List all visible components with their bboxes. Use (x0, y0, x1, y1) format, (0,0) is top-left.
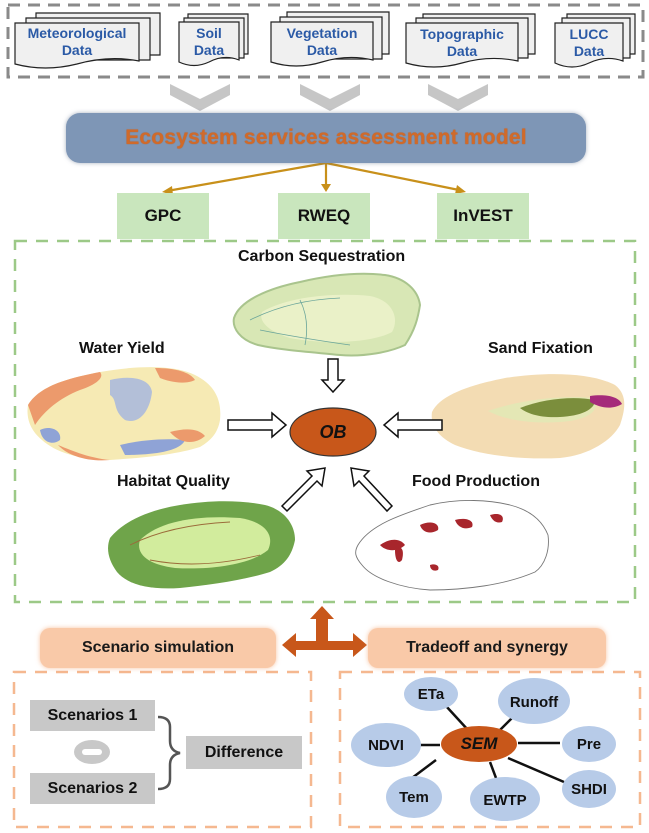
data-source-soil: Soil Data (179, 25, 239, 59)
arrow-up-right-icon (280, 467, 326, 513)
sem-label-ndvi: NDVI (368, 736, 404, 754)
sem-nodes (351, 677, 616, 821)
hollow-arrows (227, 358, 443, 513)
data-source-line1: Meteorological (27, 25, 127, 41)
model-box (66, 113, 586, 163)
data-source-line1: Soil (196, 25, 222, 41)
tool-invest: InVEST (437, 193, 529, 239)
sem-node-eta (404, 677, 458, 711)
sem-label-pre: Pre (576, 735, 602, 753)
data-source-line2: Data (193, 42, 225, 58)
scenario-1-box: Scenarios 1 (30, 700, 155, 731)
sem-label-ewtp: EWTP (483, 791, 527, 809)
bidirectional-t-arrow (282, 606, 367, 657)
data-source-line2: Data (446, 43, 478, 59)
sem-label-eta: ETa (417, 685, 445, 703)
ob-ellipse (289, 407, 377, 457)
document-stack-meteorological (14, 12, 161, 69)
sem-center-label: SEM (460, 734, 498, 753)
label-sand-fixation: Sand Fixation (488, 340, 593, 357)
arrow-down-icon (320, 358, 346, 394)
ecosystem-services-container (13, 239, 637, 604)
arrow-left-icon (382, 411, 443, 439)
arrow-right-icon (227, 411, 288, 439)
curly-brace-icon (157, 715, 181, 791)
sem-node-runoff (498, 678, 570, 724)
tool-rweq: RWEQ (278, 193, 370, 239)
data-source-line2: Data (61, 42, 93, 58)
tool-gpc: GPC (117, 193, 209, 239)
data-source-meteorological: Meteorological Data (15, 25, 139, 59)
carbon-sequestration-map (232, 272, 422, 357)
data-source-line2: Data (306, 42, 338, 58)
scenario-2-box: Scenarios 2 (30, 773, 155, 804)
data-source-vegetation: Vegetation Data (271, 25, 373, 59)
label-habitat-quality: Habitat Quality (117, 473, 230, 490)
data-sources-container (6, 3, 645, 79)
sem-label-tem: Tem (399, 788, 429, 806)
data-source-lucc: LUCC Data (555, 26, 623, 60)
sem-node-pre (562, 726, 616, 762)
data-source-line1: LUCC (569, 26, 609, 42)
document-stack-lucc (554, 13, 636, 68)
ob-label: OB (319, 421, 347, 442)
scenario-simulation-pill: Scenario simulation (40, 628, 276, 668)
sem-node-tem (386, 776, 442, 818)
chevron-down-icon (300, 84, 360, 111)
sem-node-shdi (562, 770, 616, 808)
sand-fixation-map (431, 374, 625, 459)
tradeoff-synergy-pill: Tradeoff and synergy (368, 628, 606, 668)
water-yield-map (27, 367, 221, 461)
sem-node-ewtp (470, 777, 540, 821)
model-to-tools-arrows (162, 161, 466, 195)
data-source-topographic: Topographic Data (406, 26, 518, 60)
sem-label-shdi: SHDI (571, 780, 607, 798)
arrow-up-left-icon (350, 467, 394, 513)
habitat-quality-map (108, 501, 295, 589)
document-stack-topographic (405, 13, 536, 68)
model-title: Ecosystem services assessment model (125, 126, 527, 149)
data-source-line2: Data (573, 43, 605, 59)
sem-ellipse (441, 726, 517, 762)
document-stack-soil (178, 13, 249, 67)
chevron-down-icon (428, 84, 488, 111)
sem-label-runoff: Runoff (509, 693, 559, 711)
label-carbon-sequestration: Carbon Sequestration (238, 248, 406, 265)
document-stack-vegetation (270, 11, 390, 67)
difference-box: Difference (186, 736, 302, 769)
food-production-map (355, 500, 549, 591)
label-food-production: Food Production (412, 473, 540, 490)
minus-icon (74, 740, 110, 764)
scenario-container (12, 670, 313, 829)
sem-node-ndvi (351, 723, 421, 767)
tradeoff-container (338, 670, 642, 829)
data-source-line1: Vegetation (286, 25, 358, 41)
data-source-line1: Topographic (420, 26, 504, 42)
chevron-down-icon (170, 84, 230, 111)
label-water-yield: Water Yield (79, 340, 165, 357)
